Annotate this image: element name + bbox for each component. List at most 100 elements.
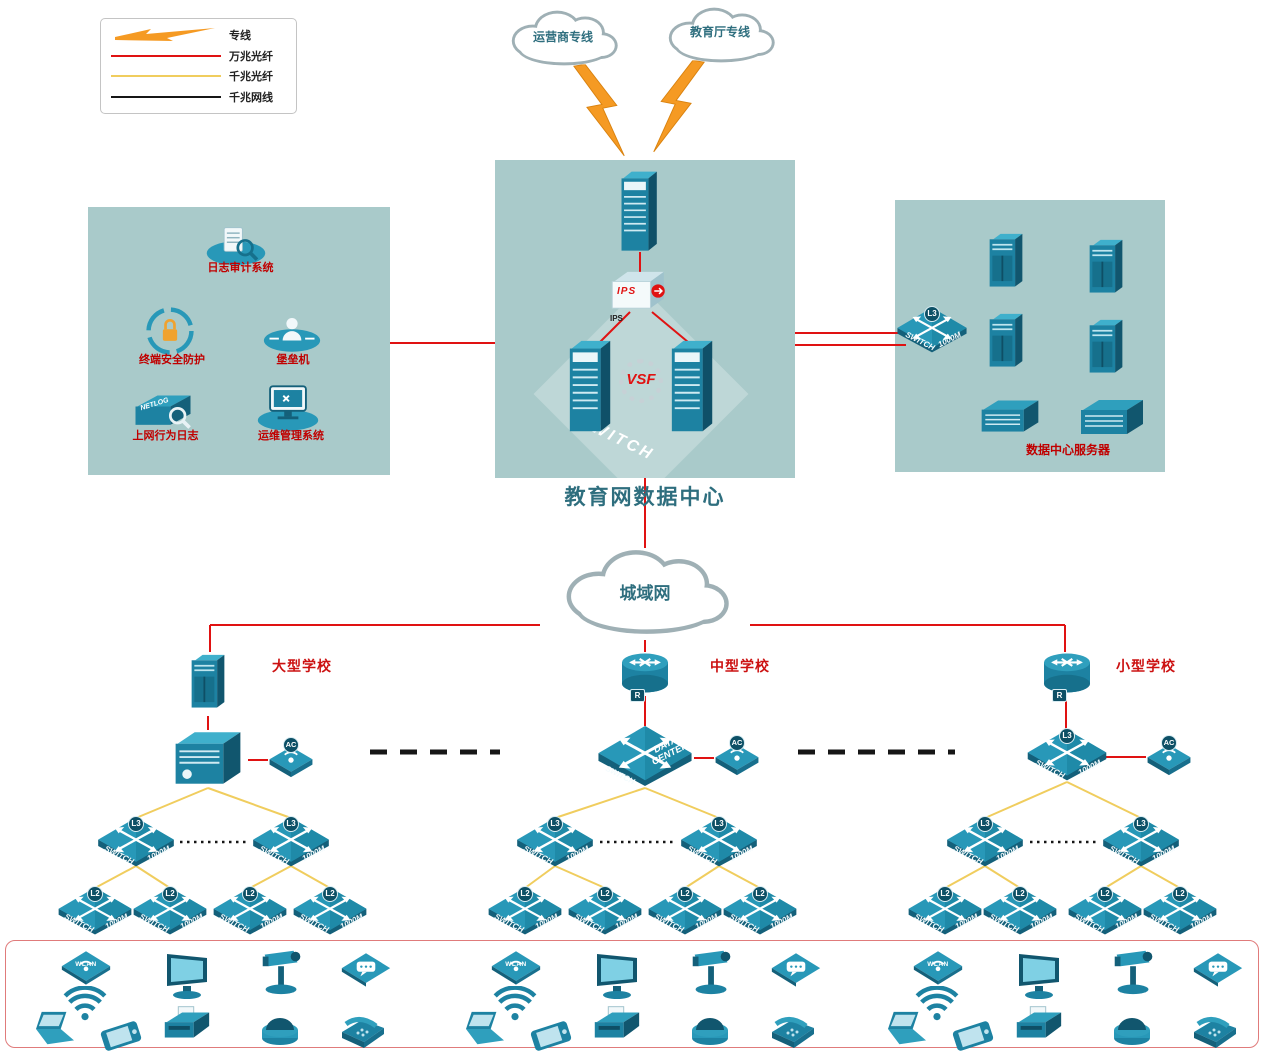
bastion-host-device <box>262 312 322 354</box>
datacenter-title: 教育网数据中心 <box>564 485 726 509</box>
messaging-terminal <box>1192 950 1244 988</box>
server-zone-switch: L3 SWITCH 1000M <box>896 306 968 354</box>
legend-label: 千兆光纤 <box>229 71 273 84</box>
l2-badge: L2 <box>597 886 613 902</box>
wlan-label: WLAN <box>927 961 949 968</box>
vsf-ring-icon <box>619 359 663 403</box>
storage-icon <box>1076 396 1148 438</box>
legend-label: 专线 <box>229 30 251 43</box>
server-zone-label: 数据中心服务器 <box>1025 443 1110 457</box>
smartphone-icon <box>526 1020 576 1052</box>
metro-cloud-label: 城域网 <box>619 584 671 603</box>
printer <box>1011 1004 1065 1046</box>
carrier-cloud-label: 运营商专线 <box>532 30 593 44</box>
wireless-controller: AC <box>266 737 316 780</box>
storage-array <box>978 396 1042 436</box>
ac-badge: AC <box>729 735 745 751</box>
laptop-icon <box>28 1010 82 1048</box>
l2-badge: L2 <box>87 886 103 902</box>
l3-badge: L3 <box>128 816 144 832</box>
l2-badge: L2 <box>1012 886 1028 902</box>
ops-management-device <box>255 382 321 432</box>
wireless-controller: AC <box>1144 735 1194 778</box>
smartphone <box>96 1020 146 1052</box>
server-icon <box>1086 316 1126 380</box>
education-cloud: 教育厅专线 <box>644 3 796 67</box>
l2-badge: L2 <box>677 886 693 902</box>
ip-phone <box>1186 1010 1242 1052</box>
endpoint-security-label: 终端安全防护 <box>139 354 205 366</box>
ac-badge: AC <box>283 737 299 753</box>
shield-lock-icon <box>144 306 196 356</box>
l2-badge: L2 <box>162 886 178 902</box>
server-icon <box>986 310 1026 374</box>
router-icon <box>618 650 672 696</box>
endpoint-security-device <box>144 306 196 356</box>
ptz-camera <box>255 946 309 998</box>
chat-icon <box>1192 950 1244 988</box>
desktop-computer <box>1013 950 1065 1000</box>
smartphone <box>526 1020 576 1052</box>
lightning-icon <box>115 28 215 42</box>
core-switch-left <box>566 336 616 438</box>
metro-network-cloud: 城域网 <box>536 543 754 641</box>
desktop-computer <box>591 950 643 1000</box>
printer <box>159 1004 213 1046</box>
wlan-label: WLAN <box>505 961 527 968</box>
bastion-host-label: 堡垒机 <box>276 354 310 366</box>
datacenter-server <box>986 230 1026 294</box>
dome-camera-icon <box>258 1006 302 1046</box>
log-audit-icon <box>203 224 269 266</box>
dome-camera-icon <box>688 1006 732 1046</box>
lightning-bolt-right-icon <box>650 54 706 160</box>
dome-camera <box>258 1006 302 1046</box>
ptz-camera-icon <box>1107 946 1161 998</box>
ptz-camera <box>1107 946 1161 998</box>
ptz-camera-icon <box>685 946 739 998</box>
ptz-camera-icon <box>255 946 309 998</box>
l2-badge: L2 <box>517 886 533 902</box>
black-line-sample <box>111 95 221 98</box>
legend-item-10g-fiber: 万兆光纤 <box>111 48 286 64</box>
netlog-device: NETLOG <box>128 390 198 434</box>
legend-item-dedicated: 专线 <box>111 27 286 43</box>
wireless-ap: WLAN <box>60 948 112 986</box>
ac-badge: AC <box>1161 735 1177 751</box>
chat-icon <box>770 950 822 988</box>
printer-icon <box>1011 1004 1065 1046</box>
laptop <box>458 1010 512 1048</box>
l3-badge: L3 <box>1133 816 1149 832</box>
legend-item-1g-fiber: 千兆光纤 <box>111 68 286 84</box>
laptop <box>880 1010 934 1048</box>
bastion-icon <box>262 312 322 354</box>
netlog-label: 上网行为日志 <box>132 430 199 442</box>
log-audit-device <box>203 224 269 266</box>
datacenter-server <box>1086 236 1126 300</box>
datacenter-server <box>1086 316 1126 380</box>
telephone-icon <box>764 1010 820 1052</box>
telephone-icon <box>1186 1010 1242 1052</box>
smartphone-icon <box>948 1020 998 1052</box>
large-school-label: 大型学校 <box>272 658 332 674</box>
wireless-ap: WLAN <box>912 948 964 986</box>
firewall-icon <box>168 728 248 788</box>
chassis-switch-icon <box>668 336 718 438</box>
ptz-camera <box>685 946 739 998</box>
ips-label: IPS <box>610 314 623 323</box>
dome-camera <box>688 1006 732 1046</box>
large-school-gateway <box>168 728 248 788</box>
datacenter-server <box>986 310 1026 374</box>
monitor-icon <box>1013 950 1065 1000</box>
ip-phone <box>764 1010 820 1052</box>
l3-badge: L3 <box>283 816 299 832</box>
carrier-cloud: 运营商专线 <box>487 6 639 70</box>
